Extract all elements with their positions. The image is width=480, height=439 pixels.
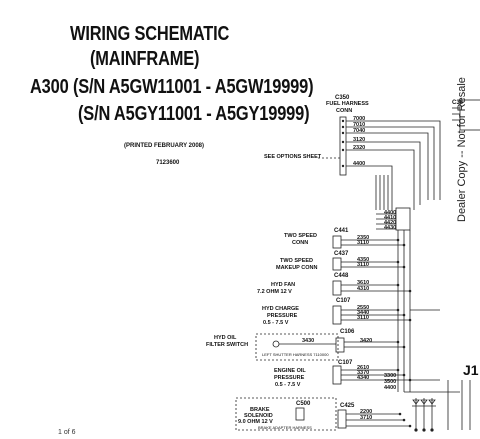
two-speed-conn-id: C441 (334, 228, 349, 234)
title-line3: A300 (S/N A5GW11001 - A5GW19999) (30, 76, 314, 98)
hyd-charge-label-1: HYD CHARGE (262, 306, 299, 312)
brake-harness-note: BRAKE ADAPTER HARNESS (258, 425, 312, 430)
hyd-fan-wire-1: 3610 (357, 280, 370, 286)
bundle-wire-2: 4410 (384, 215, 397, 221)
two-speed-wire-1: 2350 (357, 235, 370, 241)
two-speed-makeup-wire-1: 4350 (357, 257, 370, 263)
title-line2: (MAINFRAME) (90, 48, 200, 70)
brake-label-2: SOLENOID (244, 413, 273, 419)
right-wire-1: 3300 (384, 373, 397, 379)
title-line1: WIRING SCHEMATIC (70, 23, 230, 45)
fuel-harness-label-line2: CONN (336, 108, 353, 114)
brake-label-1: BRAKE (250, 407, 270, 413)
two-speed-makeup-id: C437 (334, 251, 349, 257)
engine-oil-wire-1: 2610 (357, 365, 370, 371)
brake-solenoid-id: C425 (340, 403, 355, 409)
bundle-wire-4: 4430 (384, 225, 397, 231)
part-number: 7123600 (156, 160, 180, 166)
fuel-wire-1: 7000 (353, 116, 366, 122)
j1-label: J1 (463, 362, 479, 378)
engine-oil-wire-3: 4340 (357, 375, 370, 381)
bundle-wire-1: 4400 (384, 210, 397, 216)
engine-oil-label-3: 0.5 - 7.5 V (275, 382, 301, 388)
two-speed-conn-label-2: CONN (292, 240, 309, 246)
filter-switch-id: C106 (340, 329, 355, 335)
two-speed-makeup-label-2: MAKEUP CONN (276, 265, 318, 271)
see-options-note: SEE OPTIONS SHEET (264, 154, 322, 160)
hyd-charge-id: C107 (336, 298, 351, 304)
fuel-wire-4: 3120 (353, 137, 366, 143)
filter-switch-label-2: FILTER SWITCH (206, 342, 249, 348)
brake-adapter-id: C500 (296, 401, 311, 407)
hyd-charge-label-3: 0.5 - 7.5 V (263, 320, 289, 326)
fuel-wire-6: 4400 (353, 161, 366, 167)
hyd-fan-id: C448 (334, 273, 349, 279)
two-speed-conn-label-1: TWO SPEED (284, 233, 318, 239)
hyd-charge-wire-2: 3440 (357, 310, 370, 316)
hyd-charge-label-2: PRESSURE (267, 313, 298, 319)
brake-label-3: 9.0 OHM 12 V (238, 419, 273, 425)
dealer-copy-watermark: Dealer Copy -- Not for Resale (456, 77, 468, 222)
right-wire-2: 3500 (384, 379, 397, 385)
fuel-wire-3: 7040 (353, 128, 366, 134)
engine-oil-id: C107 (338, 360, 353, 366)
filter-switch-label-1: HYD OIL (214, 335, 237, 341)
filter-switch-wire-1: 3430 (302, 338, 315, 344)
two-speed-makeup-wire-2: 3110 (357, 262, 369, 268)
two-speed-wire-2: 3110 (357, 240, 369, 246)
hyd-fan-label-1: HYD FAN (271, 282, 296, 288)
printed-date: (PRINTED FEBRUARY 2008) (124, 143, 205, 149)
fuel-harness-connector-id: C350 (335, 95, 350, 101)
hyd-charge-wire-3: 3110 (357, 315, 369, 321)
engine-oil-wire-2: 3370 (357, 370, 370, 376)
engine-oil-label-1: ENGINE OIL (274, 368, 306, 374)
page-counter: 1 of 6 (58, 429, 76, 436)
hyd-fan-wire-2: 4310 (357, 286, 370, 292)
fuel-wire-2: 7010 (353, 122, 366, 128)
brake-wire-1: 2200 (360, 409, 373, 415)
filter-switch-harness-note: LEFT SHUTTER HARNESS 7110000 (262, 352, 329, 357)
fuel-wire-5: 2320 (353, 145, 366, 151)
two-speed-makeup-label-1: TWO SPEED (280, 258, 314, 264)
title-line4: (S/N A5GY11001 - A5GY19999) (78, 103, 310, 125)
engine-oil-label-2: PRESSURE (274, 375, 305, 381)
top-right-connector-id: C36 (452, 100, 464, 106)
hyd-fan-label-2: 7.2 OHM 12 V (257, 289, 292, 295)
bundle-wire-3: 4420 (384, 220, 397, 226)
filter-switch-wire-2: 3420 (360, 338, 373, 344)
right-wire-3: 4400 (384, 385, 397, 391)
hyd-charge-wire-1: 2550 (357, 305, 370, 311)
brake-wire-2: 3710 (360, 415, 373, 421)
fuel-harness-label-line1: FUEL HARNESS (326, 101, 369, 107)
